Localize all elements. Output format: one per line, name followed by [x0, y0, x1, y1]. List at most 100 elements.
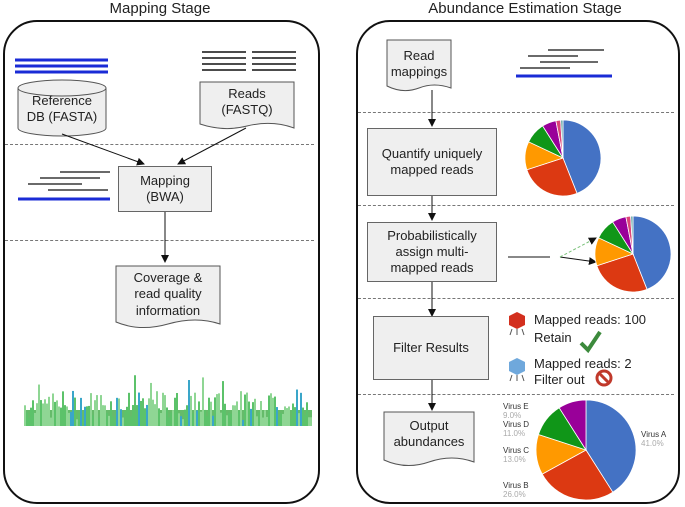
coverage-bar — [228, 412, 230, 426]
coverage-bar — [222, 381, 224, 426]
coverage-bar — [198, 401, 200, 426]
coverage-bar — [32, 400, 34, 426]
coverage-bar — [104, 405, 106, 426]
mapping-separator-1 — [5, 144, 314, 145]
coverage-bar — [174, 397, 176, 426]
coverage-document-shape — [115, 265, 221, 328]
coverage-bar — [160, 413, 162, 426]
coverage-bar — [36, 403, 38, 426]
coverage-bar — [92, 415, 94, 426]
assign-pie — [594, 215, 672, 293]
coverage-bar — [168, 417, 170, 426]
coverage-bar — [296, 389, 298, 426]
read-lines-icon — [202, 51, 296, 71]
coverage-bar — [120, 409, 122, 426]
coverage-bar — [58, 406, 60, 426]
coverage-bar — [80, 397, 82, 426]
coverage-bar — [238, 410, 240, 426]
coverage-bar — [218, 393, 220, 426]
coverage-bar — [90, 393, 92, 426]
coverage-bar — [162, 392, 164, 426]
pie-label-name-0: Virus A — [641, 430, 667, 439]
output-label: Output abundances — [393, 418, 465, 450]
coverage-bar — [118, 398, 120, 426]
coverage-bar — [254, 398, 256, 426]
coverage-bar — [40, 400, 42, 426]
coverage-bar — [214, 397, 216, 426]
coverage-bar — [256, 416, 258, 426]
pie-label-value-3: 11.0% — [503, 429, 526, 438]
coverage-bar — [284, 406, 286, 426]
coverage-bar — [126, 406, 128, 426]
coverage-bar — [290, 419, 292, 426]
coverage-bar — [68, 412, 70, 426]
coverage-bar — [216, 394, 218, 426]
quantify-pie-slice-0 — [562, 119, 602, 194]
read-mappings-doc — [386, 39, 452, 92]
prohibited-icon — [595, 369, 613, 387]
assign-pie-slice-1 — [596, 253, 648, 293]
coverage-bar — [112, 416, 114, 426]
reference-db-cylinder — [17, 79, 107, 137]
abundance-separator-2 — [358, 205, 674, 206]
coverage-bar — [154, 404, 156, 426]
quantify-box: Quantify uniquely mapped reads — [367, 128, 497, 196]
coverage-bar — [122, 417, 124, 426]
coverage-bar — [54, 401, 56, 426]
coverage-bar — [194, 392, 196, 426]
coverage-bar — [274, 396, 276, 426]
coverage-bar — [182, 419, 184, 426]
output-pie-slice-4 — [558, 399, 587, 452]
coverage-bar — [288, 406, 290, 426]
coverage-bar — [208, 397, 210, 426]
output-pie-slice-1 — [541, 449, 614, 501]
coverage-bar — [46, 403, 48, 426]
coverage-bar — [192, 413, 194, 426]
coverage-bar — [158, 408, 160, 426]
coverage-bar — [236, 401, 238, 426]
coverage-bar — [86, 406, 88, 426]
coverage-bar — [210, 401, 212, 426]
coverage-bar — [114, 419, 116, 426]
coverage-bar — [62, 391, 64, 426]
coverage-bar — [102, 405, 104, 426]
virus-blue-icon — [509, 358, 525, 375]
coverage-bar — [28, 417, 30, 426]
coverage-bar — [246, 392, 248, 426]
coverage-bar — [176, 392, 178, 426]
coverage-bar — [56, 400, 58, 426]
reads-document-shape — [199, 81, 295, 130]
coverage-bar — [212, 415, 214, 426]
filter-item-1-action: Retain — [534, 330, 572, 345]
quantify-pie — [524, 119, 602, 197]
coverage-bar — [166, 407, 168, 426]
coverage-bar — [178, 413, 180, 426]
coverage-bar — [128, 392, 130, 426]
coverage-bar — [266, 416, 268, 426]
coverage-bar — [146, 404, 148, 426]
coverage-bar — [282, 413, 284, 426]
filter-item-1-text: Mapped reads: 100 — [534, 312, 647, 327]
output-pie — [535, 399, 637, 501]
coverage-bar — [302, 407, 304, 426]
quantify-pie-slice-6 — [560, 119, 564, 159]
coverage-bar — [276, 407, 278, 426]
coverage-bar — [136, 405, 138, 426]
coverage-bar — [44, 399, 46, 426]
coverage-bar — [142, 398, 144, 426]
coverage-bar — [74, 397, 76, 426]
output-doc-shape — [383, 411, 475, 466]
coverage-bar — [106, 413, 108, 426]
pie-label-value-4: 9.0% — [503, 411, 522, 420]
reads-label: Reads (FASTQ) — [221, 86, 273, 118]
assign-pie-slice-6 — [630, 215, 634, 255]
coverage-bar — [156, 391, 158, 426]
coverage-bar — [196, 410, 198, 426]
coverage-bar — [52, 393, 54, 426]
coverage-bar — [88, 405, 90, 426]
coverage-bar — [34, 412, 36, 426]
